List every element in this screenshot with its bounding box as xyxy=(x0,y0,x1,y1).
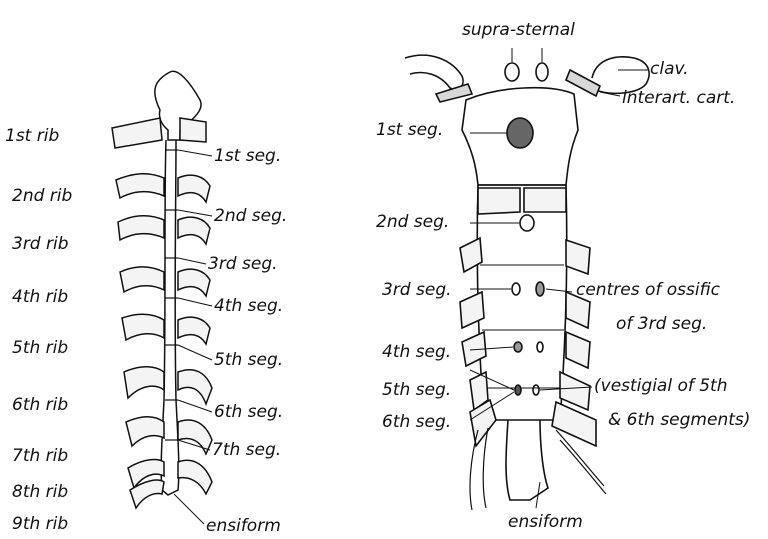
supra-sternal-ossicle-right xyxy=(536,63,548,81)
rib-label-8: 8th rib xyxy=(12,484,68,501)
right-sternum-figure xyxy=(405,48,649,510)
right-seg-label-4: 4th seg. xyxy=(382,344,451,361)
interarticular-cartilage-label: interart. cart. xyxy=(622,90,735,107)
supra-sternal-ossicle-left xyxy=(505,63,519,81)
rib-label-6: 6th rib xyxy=(12,397,68,414)
right-seg-label-2: 2nd seg. xyxy=(376,214,449,231)
rib-label-5: 5th rib xyxy=(12,340,68,357)
fifth-segment-centre-left xyxy=(515,385,521,395)
vestigial-note-line-1: (vestigial of 5th xyxy=(594,378,728,395)
rib-label-1: 1st rib xyxy=(5,128,59,145)
right-seg-label-1: 1st seg. xyxy=(376,122,443,139)
left-seg-label-5: 5th seg. xyxy=(214,352,283,369)
first-segment-ossific-centre xyxy=(507,118,533,148)
right-seg-label-3: 3rd seg. xyxy=(382,282,452,299)
left-ensiform-label: ensiform xyxy=(206,518,281,535)
right-seg-label-6: 6th seg. xyxy=(382,414,451,431)
rib-label-4: 4th rib xyxy=(12,289,68,306)
ossific-centres-note-line-1: centres of ossific xyxy=(576,282,720,299)
right-xiphoid-process xyxy=(506,420,548,500)
second-segment-ossific-centre xyxy=(520,215,534,231)
rib-label-9: 9th rib xyxy=(12,516,68,533)
left-seg-label-3: 3rd seg. xyxy=(208,256,278,273)
left-ribs-right-side xyxy=(178,118,212,494)
right-clavicle-left xyxy=(405,55,463,89)
third-segment-centre-left xyxy=(512,283,520,295)
left-seg-label-4: 4th seg. xyxy=(214,298,283,315)
vestigial-note-line-2: & 6th segments) xyxy=(608,412,750,429)
left-seg-label-2: 2nd seg. xyxy=(214,208,287,225)
rib-label-7: 7th rib xyxy=(12,448,68,465)
supra-sternal-label: supra-sternal xyxy=(462,22,575,39)
right-label-leaders xyxy=(470,48,648,508)
fourth-segment-centre-left xyxy=(514,342,522,352)
right-sternal-body xyxy=(477,185,567,420)
right-seg-label-5: 5th seg. xyxy=(382,382,451,399)
left-sternum-figure xyxy=(112,71,212,524)
left-seg-label-1: 1st seg. xyxy=(214,148,281,165)
right-costal-cartilages-right xyxy=(524,188,596,446)
ossific-centres-note-line-2: of 3rd seg. xyxy=(616,316,707,333)
rib-label-2: 2nd rib xyxy=(12,188,72,205)
left-ribs-left-side xyxy=(112,118,164,508)
fourth-segment-centre-right xyxy=(537,342,543,352)
clavicle-label: clav. xyxy=(650,61,689,78)
right-ensiform-label: ensiform xyxy=(508,514,583,531)
left-seg-label-7: 7th seg. xyxy=(212,442,281,459)
rib-label-3: 3rd rib xyxy=(12,236,69,253)
fifth-segment-centre-right xyxy=(533,385,539,395)
third-segment-centre-right xyxy=(536,282,544,296)
left-seg-label-6: 6th seg. xyxy=(214,404,283,421)
